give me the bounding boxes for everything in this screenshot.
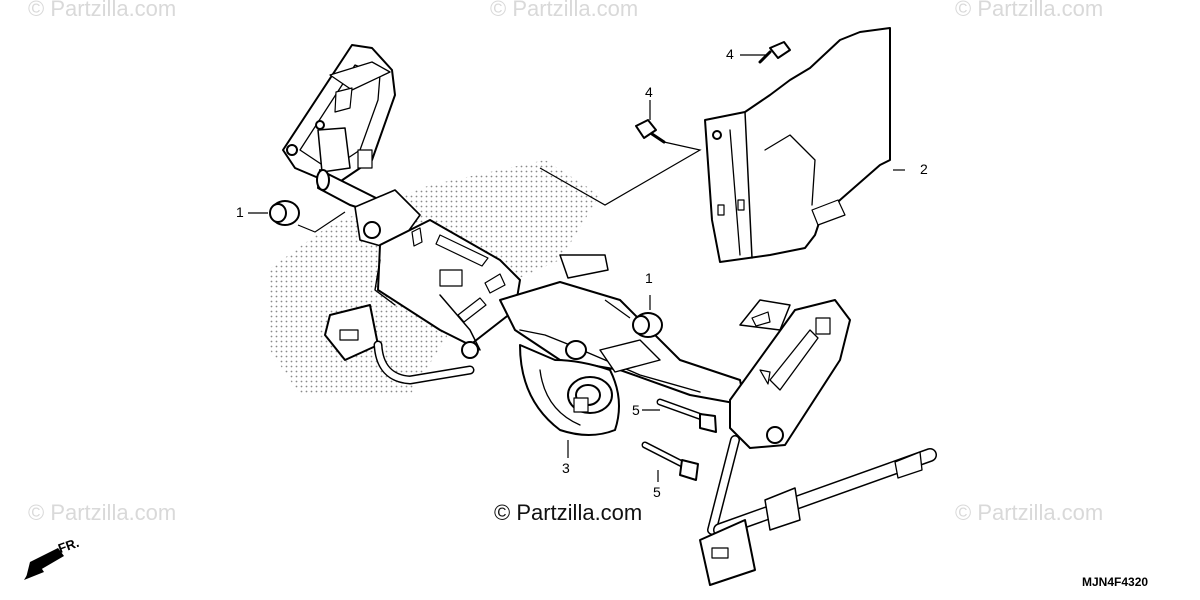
diagram-code: MJN4F4320 [1082, 575, 1149, 589]
callout-3: 3 [562, 460, 570, 476]
leader-4-mid-b [539, 141, 702, 206]
lower-right-frame [699, 435, 937, 586]
watermark-top-right: © Partzilla.com [955, 0, 1104, 21]
screw-mid [635, 119, 666, 144]
callout-4-mid: 4 [645, 84, 653, 100]
rubber-grommet-left [269, 200, 300, 226]
callout-1-left: 1 [236, 204, 244, 220]
center-plate [374, 219, 521, 346]
watermark-center: © Partzilla.com [494, 500, 643, 525]
bolt-upper [656, 398, 717, 433]
main-stay [499, 254, 746, 436]
callout-2: 2 [920, 161, 928, 177]
bolt-lower [641, 441, 699, 481]
watermark-bottom-right: © Partzilla.com [955, 500, 1104, 525]
right-plate [729, 299, 851, 449]
upper-tube [316, 169, 421, 251]
watermark-top-left: © Partzilla.com [28, 0, 177, 21]
leader-1-left-b [297, 211, 346, 233]
front-direction-arrow-icon [24, 548, 64, 580]
callout-5-lower: 5 [653, 484, 661, 500]
side-cover [704, 27, 891, 263]
watermark-top-center: © Partzilla.com [490, 0, 639, 21]
callout-4-top: 4 [726, 46, 734, 62]
callout-1-right: 1 [645, 270, 653, 286]
screw-top [758, 41, 791, 64]
leader-1-right-b [604, 299, 631, 319]
watermark-bottom-left: © Partzilla.com [28, 500, 177, 525]
lower-left-bracket [324, 294, 481, 385]
rubber-grommet-right [632, 312, 663, 338]
callout-5-upper: 5 [632, 402, 640, 418]
upper-left-bracket [282, 44, 396, 186]
